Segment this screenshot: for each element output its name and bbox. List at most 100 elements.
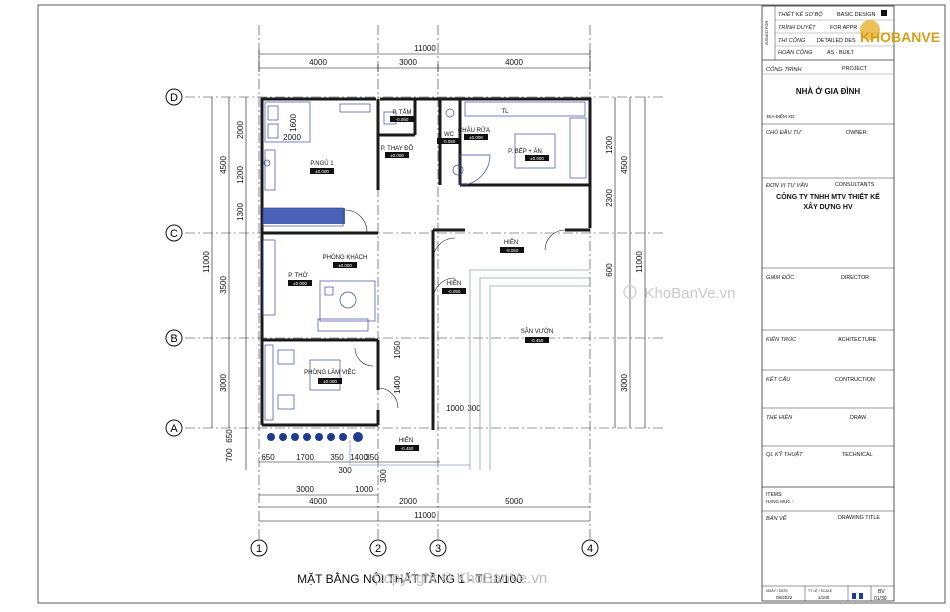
door-work bbox=[377, 387, 399, 409]
dim-b1-5: 350 bbox=[365, 453, 379, 462]
pillow-icon bbox=[267, 123, 279, 139]
axis-4: 4 bbox=[587, 543, 593, 555]
tb-sheetno-label: BV bbox=[878, 589, 885, 595]
dim-in-6: 300 bbox=[467, 404, 481, 413]
tb-basic-value: BASIC DESIGN bbox=[837, 12, 875, 18]
dim-li-4: 700 bbox=[225, 448, 234, 462]
kitchen-counter bbox=[464, 101, 586, 117]
axis-B: B bbox=[170, 333, 177, 345]
level-tag: ±0.000 bbox=[323, 379, 337, 384]
planter-icon bbox=[279, 433, 287, 441]
room-porch2: HIÊN bbox=[447, 279, 461, 287]
dim-b2-1: 3000 bbox=[296, 485, 314, 494]
tree-icon bbox=[353, 432, 363, 442]
dim-b1-4: 1400 bbox=[350, 453, 368, 462]
dim-right-total: 11000 bbox=[635, 251, 644, 273]
dim-ri-2: 2300 bbox=[605, 189, 614, 207]
grid-bubbles: D C B A 1 2 3 4 bbox=[165, 88, 599, 557]
dim-top-1: 4000 bbox=[309, 58, 327, 67]
axis-A: A bbox=[170, 423, 178, 435]
dim-l-2: 3500 bbox=[219, 276, 228, 294]
tb-items: ITEMS: bbox=[766, 492, 783, 498]
tb-date-label: NGÀY / DATE bbox=[766, 589, 789, 593]
level-tag: ±0.000 bbox=[338, 263, 352, 268]
desk bbox=[264, 149, 276, 191]
tb-tech-label: TECHNICAL bbox=[842, 452, 873, 458]
dim-b1-3: 350 bbox=[330, 453, 344, 462]
tb-sheet-label: DRAWING TITLE bbox=[838, 515, 880, 521]
planter-icon bbox=[291, 433, 299, 441]
logo-text: KHOBANVE bbox=[860, 29, 940, 45]
dim-in-5: 1000 bbox=[446, 404, 464, 413]
tb-tech-title: QL KỸ THUẬT bbox=[766, 451, 803, 458]
dimension-texts: 11000 4000 3000 4000 650 1700 350 1400 3… bbox=[202, 44, 644, 520]
dim-b2-2: 1000 bbox=[355, 485, 373, 494]
dim-r-1: 4500 bbox=[620, 156, 629, 174]
dim-in-2: 2000 bbox=[283, 133, 301, 142]
watermark-center: KhoBanVe.vn bbox=[645, 285, 736, 302]
tb-company-1: CÔNG TY TNHH MTV THIẾT KẾ bbox=[776, 191, 880, 201]
tb-project-label: PROJECT bbox=[842, 66, 868, 72]
tb-address: ĐỊA ĐIỂM XD: bbox=[767, 113, 796, 119]
door-porch bbox=[432, 277, 456, 301]
room-wash: CHẬU RỬA bbox=[458, 127, 490, 134]
level-tag: -0.450 bbox=[401, 446, 414, 451]
dim-li-5: 650 bbox=[225, 429, 234, 443]
axis-3: 3 bbox=[435, 543, 441, 555]
dim-l-3: 3000 bbox=[219, 374, 228, 392]
dim-li-2: 1200 bbox=[236, 166, 245, 184]
watermark-bottom: Copyright © KhoBanVe.vn bbox=[373, 570, 548, 587]
work-desk bbox=[309, 359, 341, 391]
tb-asbuilt-value: AS - BUILT bbox=[827, 50, 855, 56]
level-tag: -0.050 bbox=[396, 117, 409, 122]
level-tag: -0.050 bbox=[448, 289, 461, 294]
room-porch1: HIÊN bbox=[504, 238, 518, 246]
dim-b3-2: 2000 bbox=[399, 497, 417, 506]
tv-shelf bbox=[317, 318, 369, 332]
tb-director-title: GIÁM ĐỐC bbox=[766, 274, 795, 281]
armchair-icon bbox=[324, 286, 334, 296]
grid-lines bbox=[185, 25, 665, 540]
tb-company-2: XÂY DỰNG HV bbox=[803, 202, 853, 211]
tb-construction-value: DETAILED DES bbox=[817, 38, 856, 44]
toilet-icon bbox=[445, 108, 455, 118]
dim-b3-1: 4000 bbox=[309, 497, 327, 506]
blue-fills bbox=[263, 208, 363, 442]
tb-consultant-title: ĐƠN VỊ TƯ VẤN bbox=[766, 182, 809, 189]
level-tags: ±0.000 -0.050 ±0.000 -0.050 ±0.000 ±0.00… bbox=[288, 116, 549, 451]
axis-C: C bbox=[170, 228, 178, 240]
tb-owner-title: CHỦ ĐẦU TƯ bbox=[766, 129, 802, 136]
tb-scale-label: TỶ LỆ / SCALE bbox=[808, 588, 833, 593]
level-tag: -0.450 bbox=[531, 338, 544, 343]
stamp-icon bbox=[859, 593, 863, 599]
tb-consultant-label: CONSULTANTS bbox=[835, 182, 875, 188]
dim-b1-1: 650 bbox=[261, 453, 275, 462]
dim-b1b-1: 300 bbox=[338, 466, 352, 475]
dim-b1-2: 1700 bbox=[296, 453, 314, 462]
title-block: ISSUED FOR THIẾT KẾ SƠ BỘ BASIC DESIGN T… bbox=[761, 5, 940, 602]
room-labels: P.NGỦ 1 P. TẮM P. THAY ĐỒ WC CHẬU RỬA P.… bbox=[288, 108, 553, 444]
dim-b3-3: 5000 bbox=[505, 497, 523, 506]
room-porch3: HIÊN bbox=[399, 436, 413, 444]
dim-bottom-total: 11000 bbox=[414, 511, 436, 520]
tb-architect-title: KIẾN TRÚC bbox=[766, 335, 797, 343]
wardrobe bbox=[339, 103, 371, 113]
room-wc: WC bbox=[444, 132, 455, 138]
level-tag: ±0.000 bbox=[390, 153, 404, 158]
level-tag: ±0.000 bbox=[315, 169, 329, 174]
dim-top-3: 4000 bbox=[505, 58, 523, 67]
logo-icon bbox=[860, 20, 880, 40]
tb-construction-title: THI CÔNG bbox=[778, 37, 806, 44]
dimension-lines bbox=[211, 50, 646, 522]
room-garden: SÂN VƯỜN bbox=[521, 328, 554, 335]
pillow-icon bbox=[267, 105, 279, 121]
tb-project-title: CÔNG TRÌNH bbox=[766, 66, 802, 73]
room-tl: TL bbox=[501, 109, 509, 115]
axis-1: 1 bbox=[256, 543, 262, 555]
tb-structure-title: KẾT CẤU bbox=[766, 375, 791, 383]
stamp-icon bbox=[852, 593, 856, 599]
dim-top-2: 3000 bbox=[399, 58, 417, 67]
tb-approval-value: FOR APPR bbox=[830, 25, 857, 31]
